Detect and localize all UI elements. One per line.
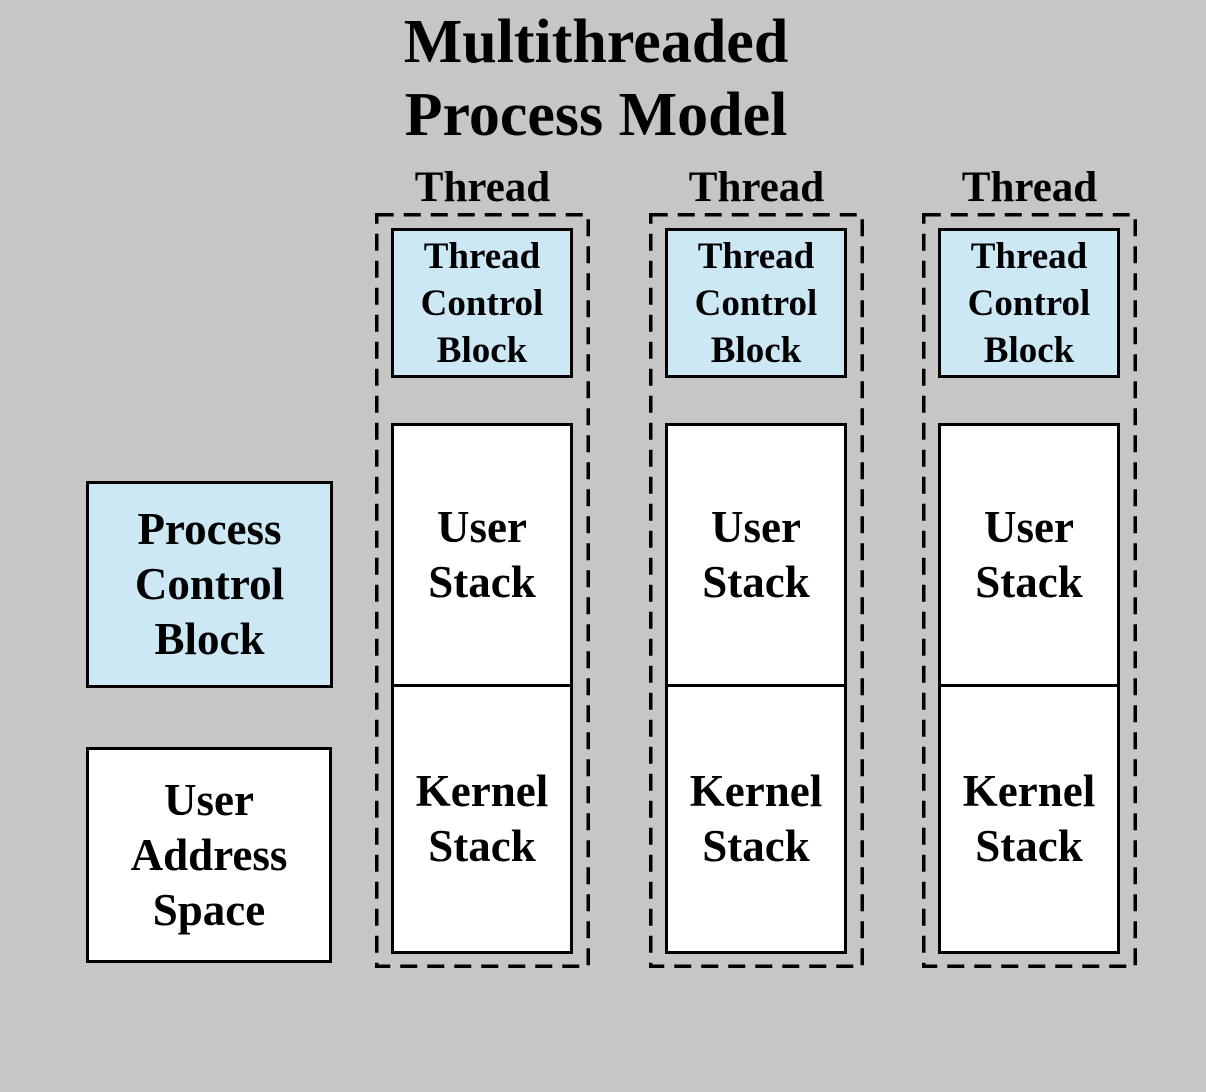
user-stack: User Stack	[394, 426, 570, 687]
thread-boundary: Thread Control Block User Stack Kernel S…	[922, 213, 1137, 968]
stack-container: User Stack Kernel Stack	[665, 423, 847, 954]
dashed-border	[649, 213, 864, 968]
kernel-stack: Kernel Stack	[962, 766, 1096, 871]
user-stack: User Stack	[941, 426, 1117, 687]
dashed-border	[922, 213, 1137, 968]
thread-label: Thread	[688, 164, 825, 211]
thread-column-2: Thread Thread Control Block User Stack K…	[649, 166, 864, 970]
thread-column-1: Thread Thread Control Block User Stack K…	[375, 166, 590, 970]
thread-control-block: Thread Control Block	[938, 228, 1120, 378]
stack-container: User Stack Kernel Stack	[391, 423, 573, 954]
user-stack: User Stack	[668, 426, 844, 687]
dashed-border	[375, 213, 590, 968]
thread-boundary: Thread Control Block User Stack Kernel S…	[649, 213, 864, 968]
thread-boundary: Thread Control Block User Stack Kernel S…	[375, 213, 590, 968]
thread-column-3: Thread Thread Control Block User Stack K…	[922, 166, 1137, 970]
thread-label: Thread	[414, 164, 551, 211]
kernel-stack: Kernel Stack	[689, 766, 823, 871]
thread-control-block: Thread Control Block	[665, 228, 847, 378]
thread-control-block: Thread Control Block	[391, 228, 573, 378]
thread-label: Thread	[961, 164, 1098, 211]
process-control-block: Process Control Block	[86, 481, 333, 688]
stack-container: User Stack Kernel Stack	[938, 423, 1120, 954]
user-address-space: User Address Space	[86, 747, 332, 963]
kernel-stack: Kernel Stack	[415, 766, 549, 871]
diagram-title: Multithreaded Process Model	[403, 8, 789, 149]
